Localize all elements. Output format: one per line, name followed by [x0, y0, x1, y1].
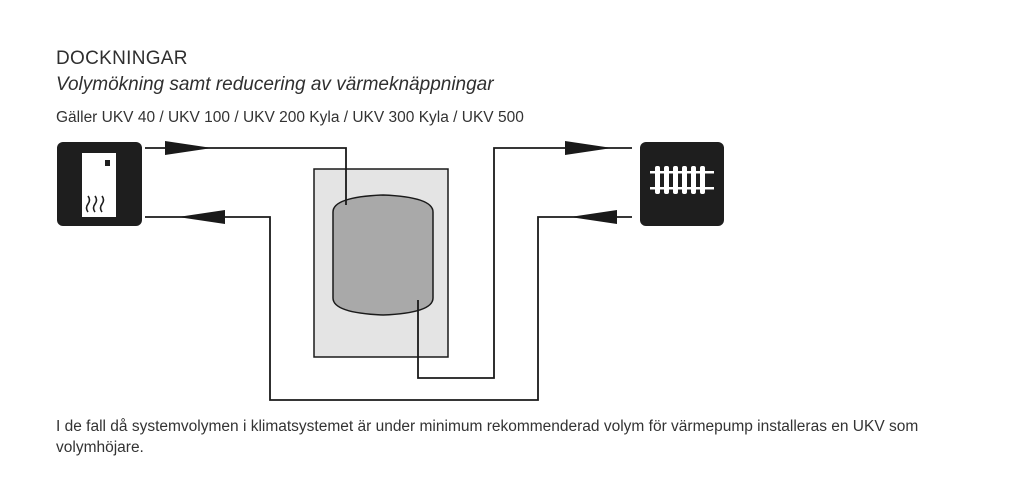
- tank-inner-vessel: [332, 194, 434, 316]
- applies-to-models: Gäller UKV 40 / UKV 100 / UKV 200 Kyla /…: [56, 109, 524, 126]
- heat-pump-icon: [57, 142, 142, 226]
- flow-arrow-heatpump-supply: [165, 141, 212, 155]
- flow-arrow-heatpump-return: [178, 210, 225, 224]
- pipe-return: [145, 216, 632, 401]
- description-text: I de fall då systemvolymen i klimatsyste…: [56, 418, 919, 456]
- buffer-tank: [313, 168, 449, 358]
- page-subtitle: Volymökning samt reducering av värmeknäp…: [56, 74, 494, 95]
- flow-arrow-radiator-supply: [565, 141, 612, 155]
- radiator-icon: [640, 142, 724, 226]
- flow-arrow-radiator-return: [570, 210, 617, 224]
- page-title: DOCKNINGAR: [56, 48, 188, 69]
- pipe-radiator-supply: [417, 147, 632, 379]
